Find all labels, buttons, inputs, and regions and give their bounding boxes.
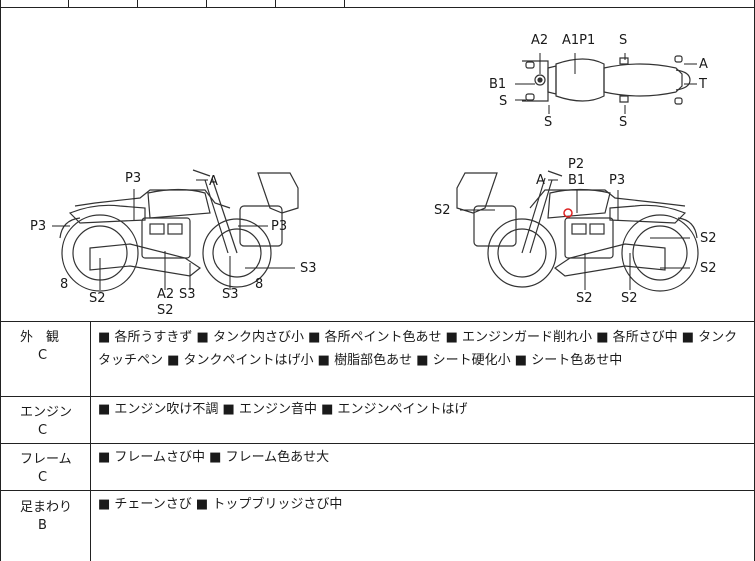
label-column-divider	[90, 322, 91, 561]
section-engine: エンジン C	[0, 401, 90, 443]
left-view-motorcycle	[59, 169, 299, 292]
section-details: ■ チェーンさび ■ トップブリッジさび中	[98, 497, 343, 512]
section-grade: B	[38, 518, 47, 533]
diag-label: S2	[157, 303, 174, 318]
top-view-motorcycle	[522, 55, 691, 105]
diag-label: S2	[700, 231, 717, 246]
section-grade: C	[38, 470, 48, 485]
section-name: 足まわり	[20, 500, 73, 515]
diag-label: P2	[568, 157, 584, 172]
motorcycle-diagram-svg: A2 A1P1 S A T B1 S S S P3 A P3 P3 8 S2 A…	[30, 33, 717, 318]
section-exterior: 外 観 C	[0, 326, 90, 396]
diag-label: P3	[30, 219, 46, 234]
header-divider	[206, 0, 207, 8]
diag-label: A	[209, 174, 218, 189]
header-divider	[275, 0, 276, 8]
row-rule	[0, 396, 755, 397]
header-divider	[344, 0, 345, 8]
diag-label: S2	[700, 261, 717, 276]
header-divider	[137, 0, 138, 8]
right-view-motorcycle	[456, 170, 699, 292]
diagram-labels: A2 A1P1 S A T B1 S S S P3 A P3 P3 8 S2 A…	[30, 33, 717, 318]
section-details: ■ フレームさび中 ■ フレーム色あせ大	[98, 450, 330, 465]
diag-label: A2	[531, 33, 548, 48]
diag-label: S2	[89, 291, 106, 306]
damage-diagram: A2 A1P1 S A T B1 S S S P3 A P3 P3 8 S2 A…	[0, 8, 755, 321]
section-grade: C	[38, 423, 48, 438]
section-name: フレーム	[20, 452, 72, 467]
diag-label: S	[544, 115, 552, 130]
row-rule	[0, 490, 755, 491]
diag-label: S3	[300, 261, 317, 276]
diag-label: S2	[434, 203, 451, 218]
left-border	[0, 0, 1, 561]
section-name: 外 観	[20, 330, 60, 345]
diag-label: S	[619, 33, 627, 48]
row-rule	[0, 443, 755, 444]
diag-label: S2	[621, 291, 638, 306]
diag-label: T	[698, 77, 707, 92]
section-suspension: 足まわり B	[0, 496, 90, 556]
header-divider	[68, 0, 69, 8]
section-details: ■ エンジン吹け不調 ■ エンジン音中 ■ エンジンペイントはげ	[98, 402, 468, 417]
diag-label: P3	[609, 173, 625, 188]
section-name: エンジン	[20, 405, 73, 420]
diag-label: B1	[568, 173, 585, 188]
top-rule	[0, 7, 755, 8]
section-details: ■ 各所うすきず ■ タンク内さび小 ■ 各所ペイント色あせ ■ エンジンガード…	[98, 330, 738, 368]
diag-label: S3	[179, 287, 196, 302]
section-grade: C	[38, 348, 48, 363]
diag-label: S	[619, 115, 627, 130]
diag-label: 8	[60, 277, 68, 292]
diag-label: S3	[222, 287, 239, 302]
diag-label: A1P1	[562, 33, 595, 48]
diag-label: P3	[271, 219, 287, 234]
diag-label: S2	[576, 291, 593, 306]
diagram-bottom-rule	[0, 321, 755, 322]
diag-label: A2	[157, 287, 174, 302]
diag-label: 8	[255, 277, 263, 292]
diag-label: S	[499, 94, 507, 109]
diag-label: A	[699, 57, 708, 72]
section-frame: フレーム C	[0, 448, 90, 490]
diag-label: B1	[489, 77, 506, 92]
diag-label: A	[536, 173, 545, 188]
diag-label: P3	[125, 171, 141, 186]
